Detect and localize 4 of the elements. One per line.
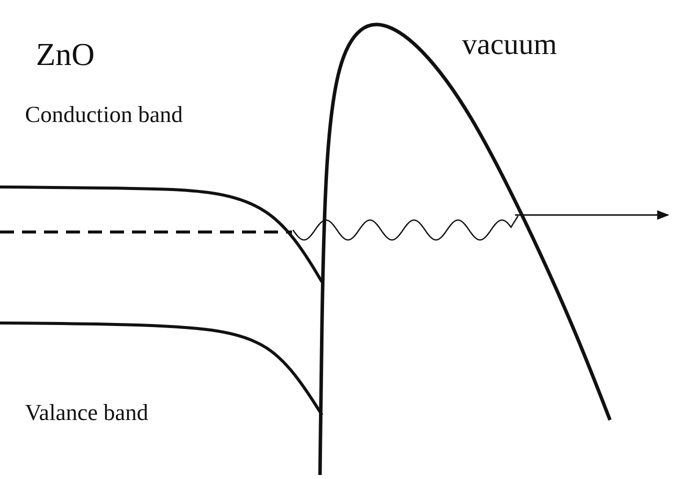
region-label: ZnO — [36, 38, 95, 70]
region-label: vacuum — [462, 30, 557, 60]
band-label: Valance band — [25, 401, 148, 424]
band-label: Conduction band — [25, 103, 183, 126]
